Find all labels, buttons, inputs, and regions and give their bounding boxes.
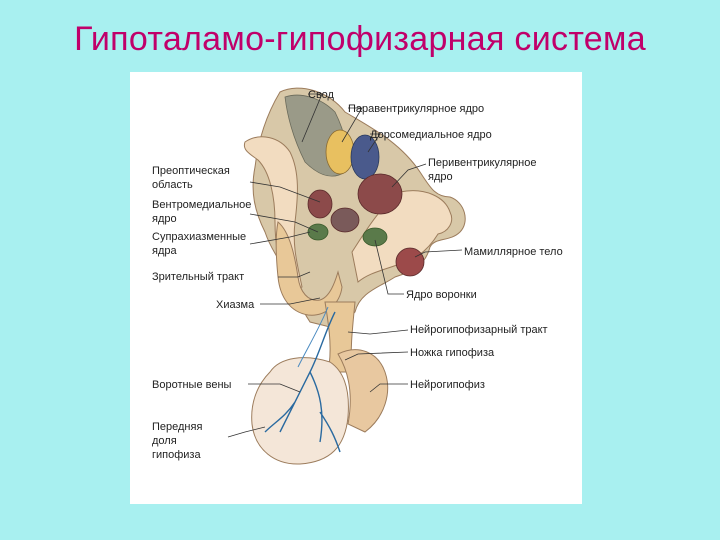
label-mammillary-body: Мамиллярное тело: [464, 246, 563, 258]
labels-left: Преоптическая область Вентромедиальное я…: [152, 165, 255, 461]
pituitary: [251, 301, 389, 465]
label-fornix: Свод: [308, 89, 335, 101]
label-dorsomedial-nucleus: Дорсомедиальное ядро: [370, 129, 492, 141]
label-anterior-lobe-2: доля: [152, 435, 177, 447]
label-neurohypophyseal-tract: Нейрогипофизарный тракт: [410, 324, 548, 336]
label-anterior-lobe-3: гипофиза: [152, 449, 201, 461]
periventricular-nucleus-shape: [357, 173, 403, 215]
mammillary-body-shape: [395, 247, 425, 277]
label-pituitary-stalk: Ножка гипофиза: [410, 347, 495, 359]
label-anterior-lobe-1: Передняя: [152, 421, 202, 433]
labels-right: Свод Паравентрикулярное ядро Дорсомедиал…: [308, 89, 563, 391]
hypothalamus-pituitary-illustration: Свод Паравентрикулярное ядро Дорсомедиал…: [152, 87, 563, 465]
leader-lines: [227, 93, 463, 438]
label-neurohypophysis: Нейрогипофиз: [410, 379, 485, 391]
label-ventromedial-2: ядро: [152, 213, 177, 225]
ventromedial-nucleus-shape: [307, 189, 333, 219]
label-suprachiasmatic-2: ядра: [152, 245, 177, 257]
label-preoptic-1: Преоптическая: [152, 165, 230, 177]
label-paraventricular-nucleus: Паравентрикулярное ядро: [348, 103, 484, 115]
label-portal-veins: Воротные вены: [152, 379, 232, 391]
label-preoptic-2: область: [152, 179, 193, 191]
slide-title: Гипоталамо-гипофизарная система: [74, 20, 646, 58]
label-ventromedial-1: Вентромедиальное: [152, 199, 251, 211]
label-infundibular-nucleus: Ядро воронки: [406, 289, 477, 301]
label-periventricular-1: Перивентрикулярное: [428, 157, 537, 169]
label-periventricular-2: ядро: [428, 171, 453, 183]
label-optic-tract: Зрительный тракт: [152, 271, 244, 283]
preoptic-region-shape: [330, 207, 360, 233]
label-chiasm: Хиазма: [216, 299, 255, 311]
infundibular-nucleus-shape: [362, 227, 388, 247]
paraventricular-nucleus-shape: [325, 129, 355, 175]
label-suprachiasmatic-1: Супрахиазменные: [152, 231, 246, 243]
diagram-panel: Свод Паравентрикулярное ядро Дорсомедиал…: [130, 72, 582, 504]
